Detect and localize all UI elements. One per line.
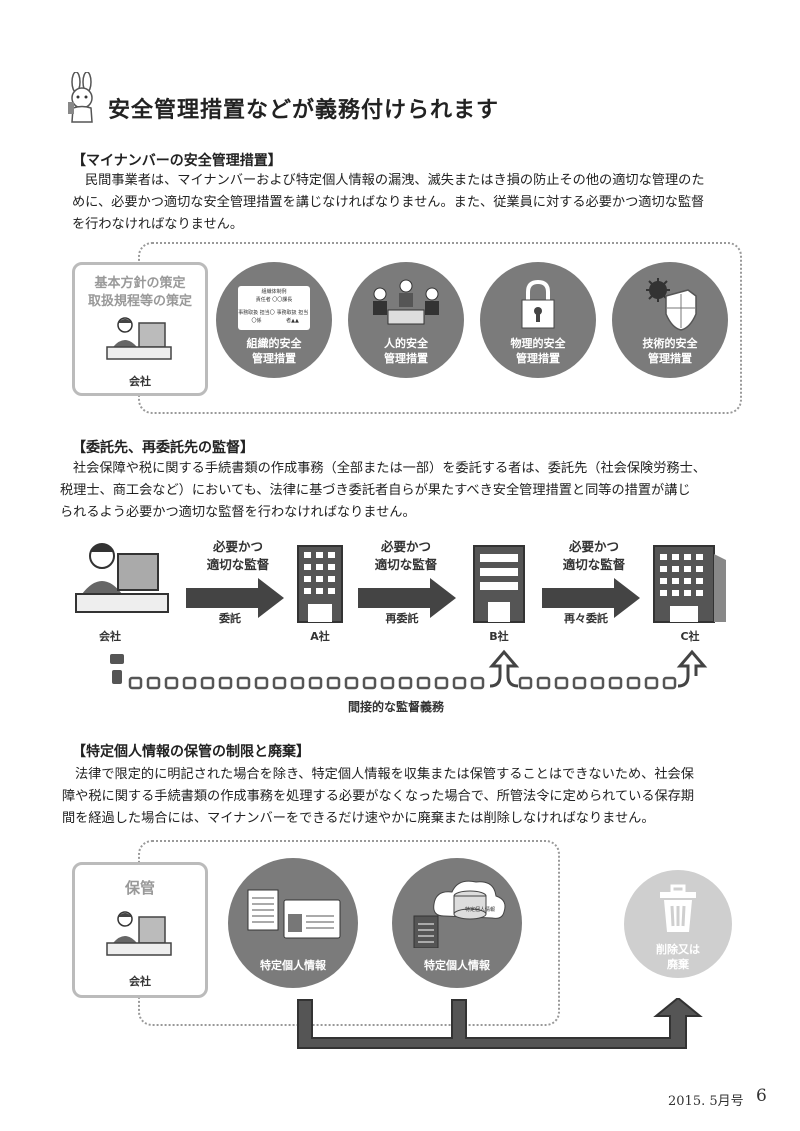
measure-label-2: 管理措置 [252,352,296,365]
rabbit-mascot-icon [62,71,102,124]
company-worker-icon [72,534,172,624]
rules-label: 取扱規程等の策定 [87,294,192,309]
arrow-label-line: 必要かつ [568,539,619,554]
storage-label: 保管 [124,879,155,897]
paragraph-line: 法律で限定的に明記された場合を除き、特定個人情報を収集または保管することはできな… [75,767,694,782]
company-c-caption: C社 [680,630,700,643]
people-meeting-icon [366,276,446,328]
measure-label-1: 物理的安全 [510,337,566,350]
indirect-supervision-label: 間接的な監督義務 [347,700,444,714]
paragraph-line: られるよう必要かつ適切な監督を行わなければなりません。 [60,505,416,520]
arrow-label-line: 必要かつ [380,539,431,554]
dispose-label-1: 削除又は [656,943,700,956]
paragraph-line: めに、必要かつ適切な安全管理措置を講じなければなりません。また、従業員に対する必… [72,195,705,210]
company-a-caption: A社 [310,630,330,643]
building-c-icon [650,542,730,624]
paragraph-line: 税理士、商工会など）においても、法律に基づき委託者自らが果たすべき安全管理措置と… [60,483,691,498]
dispose-circle: 削除又は 廃棄 [624,870,732,978]
policy-label: 基本方針の策定 [94,276,186,291]
arrow-label-line: 必要かつ [212,539,263,554]
human-measure-circle: 人的安全 管理措置 [348,262,464,378]
measure-label-1: 人的安全 [384,337,428,350]
technical-measure-circle: 技術的安全 管理措置 [612,262,728,378]
specific-info-database-circle: 特定個人情報 特定個人情報 [392,858,522,988]
company-box: 基本方針の策定 取扱規程等の策定 会社 [72,262,208,396]
arrow-label-line: 適切な監督 [374,557,438,572]
paragraph-line: 民間事業者は、マイナンバーおよび特定個人情報の漏洩、滅失またはき損の防止その他の… [85,173,705,188]
arrow-label-line: 適切な監督 [562,557,626,572]
re-outsource-label: 再委託 [385,612,419,625]
right-arrow-icon [358,578,458,618]
right-arrow-icon [186,578,286,618]
measure-label-1: 技術的安全 [642,337,698,350]
company-b-caption: B社 [489,630,509,643]
outsource-label: 委託 [219,612,241,625]
section2-paragraph: 社会保障や税に関する手続書類の作成事務（全部または一部）を委託する者は、委託先（… [60,458,770,524]
storage-company-box: 保管 会社 [72,862,208,998]
company-caption: 会社 [99,630,121,643]
database-cloud-icon [404,876,514,949]
right-arrow-icon [542,578,642,618]
padlock-icon [518,278,558,330]
paragraph-line: 社会保障や税に関する手続書類の作成事務（全部または一部）を委託する者は、委託先（… [73,461,706,476]
section1-paragraph: 民間事業者は、マイナンバーおよび特定個人情報の漏洩、滅失またはき損の防止その他の… [72,170,762,236]
physical-measure-circle: 物理的安全 管理措置 [480,262,596,378]
page-number: 6 [756,1086,767,1106]
arrow-label-line: 適切な監督 [206,557,270,572]
specific-info-label: 特定個人情報 [424,959,490,972]
section2-heading: 【委託先、再委託先の監督】 [72,440,254,456]
issue-label: 2015. 5月号 [668,1094,744,1109]
paragraph-line: を行わなければなりません。 [72,217,244,232]
org-chart-staff-2: 事務取扱 担当者▲▲ [276,310,309,324]
org-chart-staff-1: 事務取扱 担当〇〇係 [238,310,275,324]
page-title: 安全管理措置などが義務付けられます [108,98,500,123]
paragraph-line: 間を経過した場合には、マイナンバーをできるだけ速やかに廃棄または削除しなければな… [62,811,655,826]
paragraph-line: 障や税に関する手続書類の作成事務を処理する必要がなくなった場合で、所管法令に定め… [62,789,695,804]
section3-heading: 【特定個人情報の保管の制限と廃棄】 [72,744,310,760]
section3-paragraph: 法律で限定的に明記された場合を除き、特定個人情報を収集または保管することはできな… [62,764,772,830]
company-caption: 会社 [129,975,151,988]
virus-shield-icon [638,276,702,332]
section1-heading: 【マイナンバーの安全管理措置】 [72,153,282,169]
measure-label-2: 管理措置 [516,352,560,365]
specific-info-documents-circle: 特定個人情報 [228,858,358,988]
disposal-flow-arrow [286,996,706,1060]
indirect-supervision-path [108,648,714,696]
org-chart-manager: 責任者 〇〇課長 [255,297,293,303]
documents-id-card-icon [244,888,344,944]
building-b-icon [470,542,528,624]
database-label: 特定個人情報 [464,907,495,913]
re-re-outsource-label: 再々委託 [564,612,608,625]
building-a-icon [294,542,346,624]
org-chart-icon: 組織体制例 責任者 〇〇課長 事務取扱 担当〇〇係 事務取扱 担当者▲▲ [238,286,310,330]
measure-label-1: 組織的安全 [246,337,302,350]
office-worker-icon [105,905,175,961]
specific-info-label: 特定個人情報 [260,959,326,972]
measure-label-2: 管理措置 [384,352,428,365]
org-chart-title: 組織体制例 [261,289,287,295]
organizational-measure-circle: 組織体制例 責任者 〇〇課長 事務取扱 担当〇〇係 事務取扱 担当者▲▲ 組織的… [216,262,332,378]
office-worker-icon [105,313,175,365]
dispose-label-2: 廃棄 [667,958,689,971]
company-caption: 会社 [129,375,151,388]
trash-can-icon [658,884,698,934]
measure-label-2: 管理措置 [648,352,692,365]
